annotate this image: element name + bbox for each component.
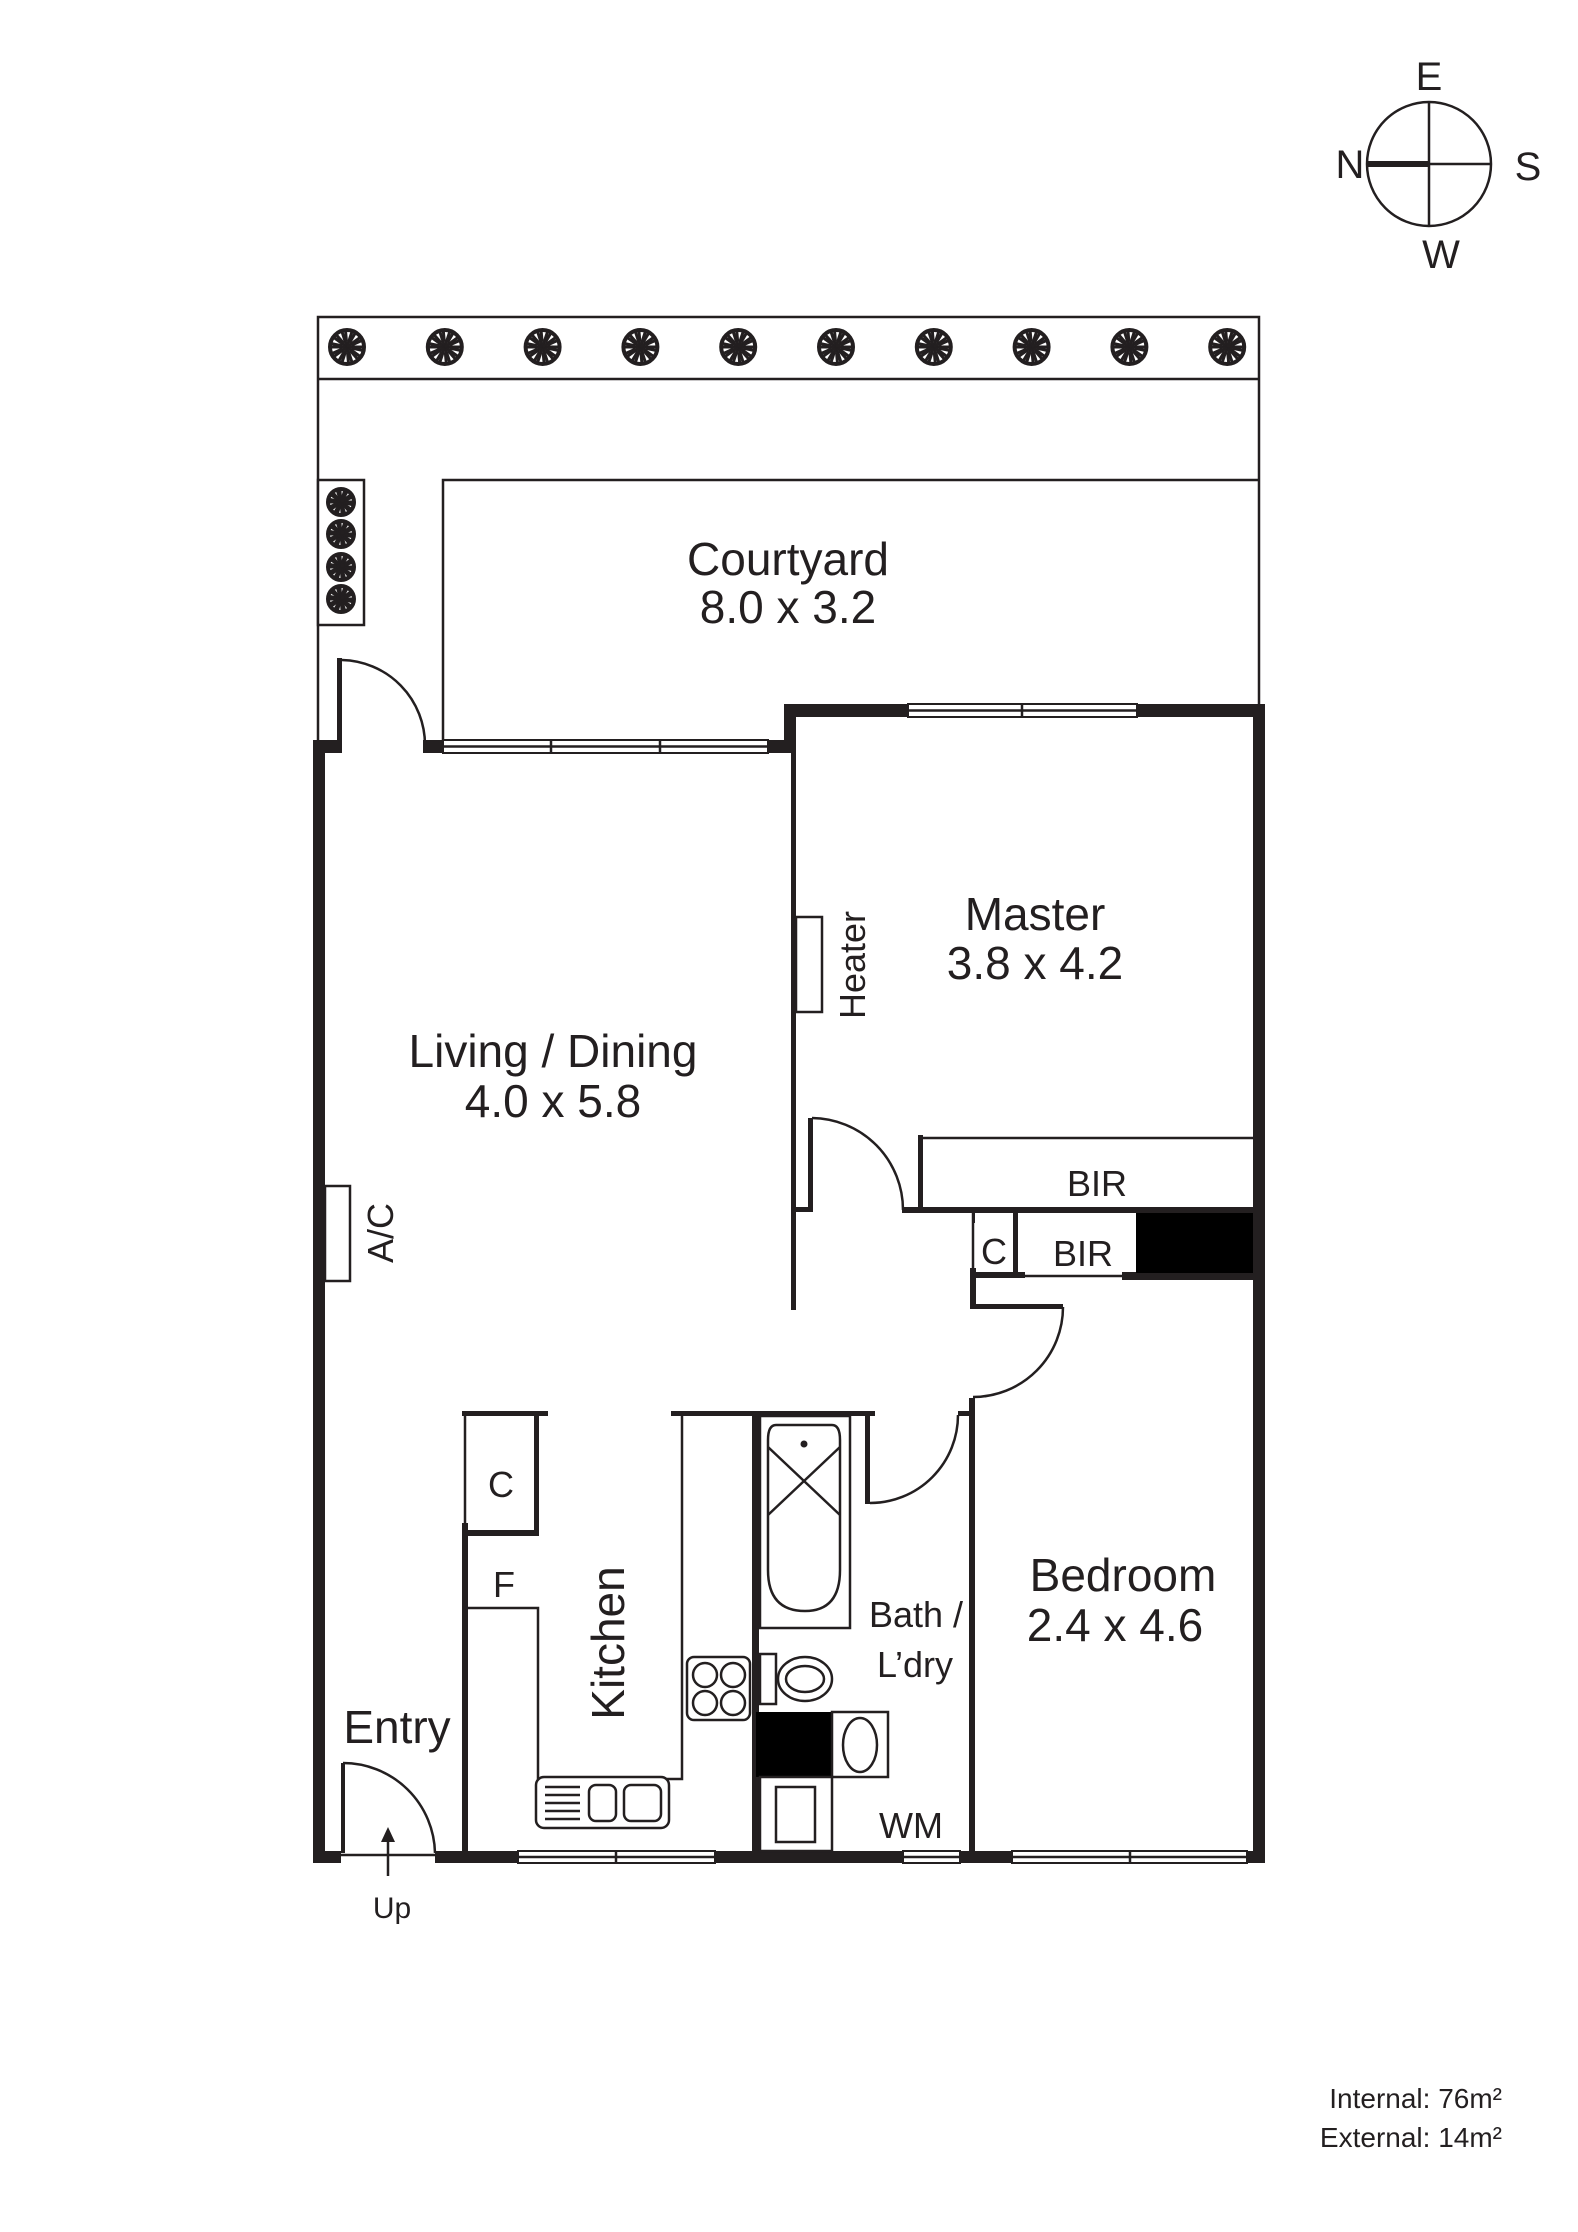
stairs-up-label: Up xyxy=(373,1892,411,1925)
tree-icon xyxy=(1012,328,1051,366)
compass-icon: E N S W xyxy=(1336,55,1542,277)
window-bath xyxy=(902,1850,961,1864)
tree-icon xyxy=(523,328,562,366)
heater-label: Heater xyxy=(832,911,873,1019)
tree-icon xyxy=(817,328,855,366)
basin-icon xyxy=(830,1710,890,1779)
tree-icon xyxy=(326,552,356,582)
window-master xyxy=(907,703,1138,718)
door-entry[interactable] xyxy=(341,1761,437,1854)
window-courtyard xyxy=(442,739,769,754)
bath-laundry-line2: L’dry xyxy=(877,1644,953,1685)
air-conditioner xyxy=(323,1184,352,1283)
compass-north-label: N xyxy=(1336,143,1365,187)
master-size: 3.8 x 4.2 xyxy=(947,937,1123,989)
bathtub-icon xyxy=(758,1414,852,1630)
tree-icon xyxy=(326,487,356,517)
door-master[interactable] xyxy=(811,1116,905,1211)
doors xyxy=(341,658,1065,1854)
washing-machine-icon xyxy=(758,1775,834,1853)
tree-icon xyxy=(621,328,660,366)
tree-icon xyxy=(328,328,366,366)
washing-machine-label: WM xyxy=(879,1805,943,1846)
compass-south-label: S xyxy=(1515,145,1542,189)
living-dining-size: 4.0 x 5.8 xyxy=(465,1075,641,1127)
compass-east-label: E xyxy=(1416,55,1443,99)
courtyard-size: 8.0 x 3.2 xyxy=(700,581,876,633)
bedroom-size: 2.4 x 4.6 xyxy=(1027,1599,1203,1651)
stairs-up-arrow-icon xyxy=(381,1827,395,1876)
sink-icon xyxy=(534,1775,671,1830)
bath-laundry-line1: Bath / xyxy=(869,1594,963,1635)
tree-icon xyxy=(425,328,464,366)
cooktop-icon xyxy=(685,1655,752,1722)
bedroom-name: Bedroom xyxy=(1030,1549,1217,1601)
tree-icon xyxy=(1110,328,1149,366)
heater xyxy=(794,915,824,1014)
closet-solid xyxy=(1136,1213,1253,1273)
kitchen-name: Kitchen xyxy=(582,1566,634,1719)
cupboard-kitchen-label: C xyxy=(488,1464,514,1505)
door-bedroom[interactable] xyxy=(972,1306,1065,1399)
tree-icon xyxy=(719,328,758,366)
tree-icon xyxy=(326,519,356,549)
tree-icon xyxy=(326,584,356,614)
tree-row xyxy=(328,328,1247,366)
tree-icon xyxy=(1208,328,1247,366)
toilet-icon xyxy=(758,1652,834,1706)
master-name: Master xyxy=(965,888,1106,940)
internal-area: Internal: 76m² xyxy=(1329,2083,1502,2114)
bir-master-label: BIR xyxy=(1067,1163,1127,1204)
compass-west-label: W xyxy=(1422,233,1460,277)
window-kitchen xyxy=(517,1850,716,1864)
entry-name: Entry xyxy=(343,1701,450,1753)
garden-boundary xyxy=(316,315,1261,747)
window-bedroom xyxy=(1011,1850,1248,1864)
door-bath[interactable] xyxy=(869,1414,960,1505)
laundry-trough-solid xyxy=(756,1712,832,1777)
cupboard-hall-label: C xyxy=(981,1231,1007,1272)
courtyard-name: Courtyard xyxy=(687,533,889,585)
door-courtyard[interactable] xyxy=(341,658,427,746)
external-area: External: 14m² xyxy=(1320,2122,1502,2153)
tree-icon xyxy=(914,328,953,366)
walls xyxy=(313,658,1265,1863)
fridge-label: F xyxy=(493,1564,515,1605)
bir-hall-label: BIR xyxy=(1053,1233,1113,1274)
air-conditioner-label: A/C xyxy=(360,1203,401,1263)
planter-trees xyxy=(326,487,356,614)
living-dining-name: Living / Dining xyxy=(409,1025,698,1077)
